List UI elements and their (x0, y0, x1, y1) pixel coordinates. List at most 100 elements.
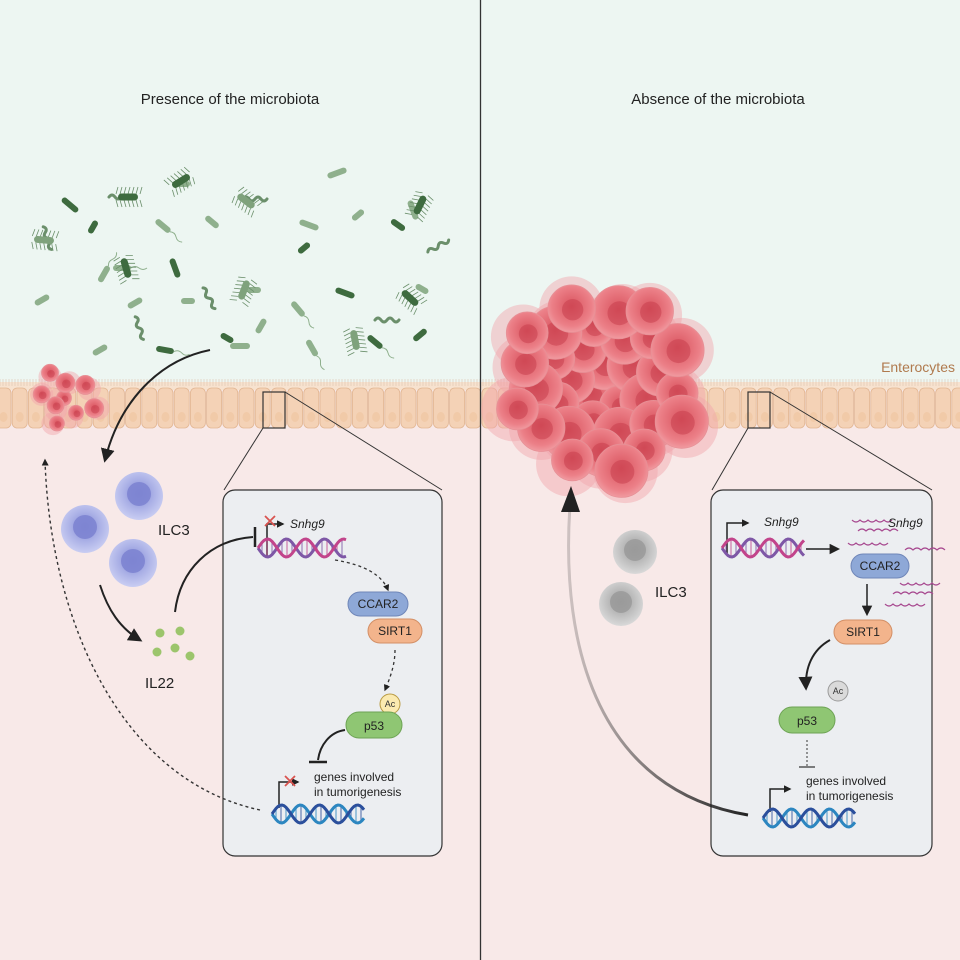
bacteria-icon (155, 219, 183, 243)
zoom-line-left-b (284, 391, 443, 491)
il22-label: IL22 (145, 675, 174, 692)
bacteria-icon (113, 255, 140, 285)
bacteria-icon (230, 343, 250, 349)
right-box-content: Snhg9 Snhg9 CCAR2 SIRT1 Ac p53 genes inv… (720, 515, 946, 829)
il22-dot-icon (152, 647, 162, 657)
bacteria-icon (133, 315, 145, 341)
left-panel-title: Presence of the microbiota (141, 91, 320, 108)
ilc3-cell-icon (61, 505, 109, 553)
ilc3-cell-icon (599, 582, 643, 626)
microbiota-to-ilc3-arrow (100, 349, 211, 463)
ilc3-cell-icon (115, 472, 163, 520)
large-tumor-icon (481, 276, 719, 504)
bacteria-icon (247, 287, 261, 293)
bacteria-icon (169, 258, 181, 278)
bacteria-icon (426, 238, 451, 254)
bacteria-icon (31, 229, 60, 252)
sirt1-label-right: SIRT1 (846, 625, 880, 639)
bacteria-icon (220, 333, 234, 343)
enterocytes-label: Enterocytes (881, 359, 955, 375)
left-box-content: Snhg9 CCAR2 SIRT1 Ac p53 genes involved … (256, 515, 423, 825)
bacteria-icon (306, 339, 325, 371)
bacteria-icon (291, 301, 315, 329)
snhg9-rna-label: Snhg9 (888, 516, 923, 530)
ilc3-to-il22-arrow (99, 584, 143, 642)
dna-icon (761, 807, 857, 829)
zoom-line-right-a (711, 427, 749, 491)
ccar2-protein (850, 553, 910, 579)
il22-inhibition-arrow (174, 536, 254, 613)
snhg9-gene-label-right: Snhg9 (764, 515, 799, 529)
ac-label-left: Ac (385, 699, 396, 709)
zoom-box-left (222, 489, 443, 857)
dna-icon (270, 803, 366, 825)
ccar2-label-left: CCAR2 (358, 597, 399, 611)
bacteria-icon (373, 316, 401, 324)
bacteria-icon (241, 195, 269, 203)
bacteria-icon (390, 219, 406, 231)
il22-dot-icon (175, 626, 185, 636)
bacteria-icon (335, 287, 355, 299)
dna-icon (256, 537, 347, 559)
ac-label-right: Ac (833, 686, 844, 696)
p53-label-right: p53 (797, 714, 817, 728)
ilc3-cells-left (61, 472, 163, 587)
bacteria-icon (88, 220, 98, 234)
sirt1-protein (833, 619, 893, 645)
block-x-icon (264, 515, 276, 527)
block-x-icon (284, 775, 296, 787)
bacteria-icon (61, 197, 79, 213)
bacteria-icon (255, 318, 267, 334)
bacteria-icon (163, 166, 196, 198)
ilc3-cell-icon (109, 539, 157, 587)
snhg9-to-ccar2-arrow (334, 559, 390, 592)
p53-protein (778, 706, 836, 734)
bacteria-icon (404, 191, 434, 223)
bacteria-icon (115, 186, 143, 208)
sirt1-label-left: SIRT1 (378, 624, 412, 638)
ilc3-label-left: ILC3 (158, 522, 190, 539)
sirt1-protein (367, 618, 423, 644)
snhg9-gene-label-left: Snhg9 (290, 517, 325, 531)
bacteria-icon (415, 284, 429, 294)
il22-dot-icon (170, 643, 180, 653)
bacteria-icon (407, 200, 419, 220)
ccar2-protein (347, 591, 409, 617)
zoom-line-left-a (223, 427, 264, 491)
target-genes-line1-left: genes involved (314, 770, 394, 784)
target-genes-line1-right: genes involved (806, 774, 886, 788)
bacteria-icon (299, 219, 319, 231)
il22-dot-icon (185, 651, 195, 661)
target-genes-line2-right: in tumorigenesis (806, 789, 893, 803)
zoom-line-right-b (769, 391, 933, 491)
p53-inhibition-arrow (317, 729, 346, 761)
bacteria-icon (327, 167, 347, 179)
zoom-marker-right (747, 391, 771, 429)
bacteria-icon (395, 283, 428, 315)
bacteria-icon (127, 297, 143, 309)
bacteria-icon (156, 345, 190, 356)
bacteria-icon (229, 276, 258, 307)
sirt1-to-p53-arrow (383, 649, 396, 692)
small-tumor-icon (30, 363, 110, 436)
ilc3-cells-right (599, 530, 657, 626)
bacteria-icon (34, 294, 50, 306)
target-genes-line2-left: in tumorigenesis (314, 785, 401, 799)
ccar2-label-right: CCAR2 (860, 559, 901, 573)
tumorigenesis-feedback-arrow-left (41, 458, 261, 811)
acetyl-group-icon (827, 680, 849, 702)
ilc3-cell-icon (613, 530, 657, 574)
promoter-arrow-icon (769, 785, 792, 812)
il22-dot-icon (155, 628, 165, 638)
bacteria-icon (92, 344, 108, 356)
promoter-arrow-icon (726, 519, 750, 555)
microbiota-cluster (31, 166, 451, 371)
bacteria-icon (201, 286, 217, 311)
rna-strand-icon (847, 519, 946, 607)
dna-icon (720, 537, 806, 559)
ilc3-label-right: ILC3 (655, 584, 687, 601)
bacteria-icon (205, 215, 219, 229)
bacteria-icon (231, 186, 264, 218)
right-panel-title: Absence of the microbiota (631, 91, 805, 108)
